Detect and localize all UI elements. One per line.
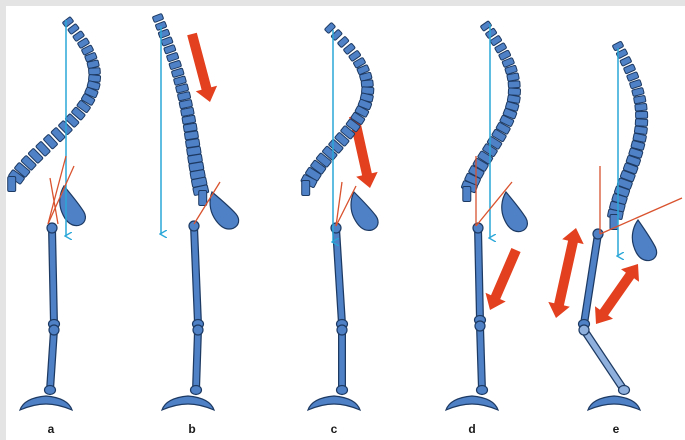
panel-d <box>446 21 530 410</box>
panel-b <box>152 13 239 410</box>
vertebra <box>324 22 335 33</box>
panel-label-e: e <box>606 422 626 436</box>
vertebra <box>632 87 645 96</box>
tibia-head <box>579 325 589 335</box>
foot <box>162 396 214 410</box>
femur <box>336 228 342 324</box>
tibia-head <box>475 321 485 331</box>
femur-head <box>47 223 57 233</box>
vertebra <box>508 81 520 88</box>
panel-a <box>8 17 101 410</box>
pelvis <box>500 192 530 233</box>
vertebra <box>463 187 471 202</box>
vertebra <box>158 29 170 38</box>
femur <box>52 228 54 324</box>
tibia-condyle <box>477 386 488 395</box>
panel-c <box>301 22 378 410</box>
force-arrow <box>595 264 639 324</box>
foot <box>20 396 72 410</box>
vertebra <box>635 119 648 127</box>
tibia-condyle <box>45 386 56 395</box>
vertebra <box>161 37 173 47</box>
foot <box>446 396 498 410</box>
tibia <box>480 326 482 390</box>
force-arrow <box>486 248 521 310</box>
vertebra <box>8 177 16 192</box>
femur-head <box>189 221 199 231</box>
panel-label-c: c <box>324 422 344 436</box>
vertebra <box>164 44 176 54</box>
vertebra <box>88 68 100 75</box>
vertebra <box>361 80 373 88</box>
vertebra <box>508 88 520 95</box>
femur <box>478 228 480 320</box>
tibia <box>584 330 624 390</box>
force-arrow <box>187 33 217 102</box>
foot <box>308 396 360 410</box>
tibia-condyle <box>337 386 348 395</box>
vertebra <box>302 181 310 196</box>
force-arrow <box>548 228 583 318</box>
panel-label-b: b <box>182 422 202 436</box>
tibia-head <box>193 325 203 335</box>
panel-e <box>548 41 682 410</box>
vertebra <box>152 13 163 22</box>
vertebra <box>635 103 647 111</box>
vertebra <box>507 73 520 82</box>
tibia-condyle <box>619 386 630 395</box>
pelvis <box>628 219 661 262</box>
tibia <box>196 330 198 390</box>
vertebra <box>636 111 648 118</box>
vertebra <box>634 95 646 104</box>
panel-label-a: a <box>41 422 61 436</box>
panel-label-d: d <box>462 422 482 436</box>
vertebra <box>199 191 207 206</box>
spine-posture-diagram <box>6 6 685 440</box>
pelvis <box>209 190 239 231</box>
tibia-head <box>337 325 347 335</box>
pelvis <box>351 192 378 230</box>
figure-canvas: a b c d e <box>6 6 685 440</box>
foot <box>588 396 640 410</box>
tibia-condyle <box>191 386 202 395</box>
tibia-head <box>49 325 59 335</box>
